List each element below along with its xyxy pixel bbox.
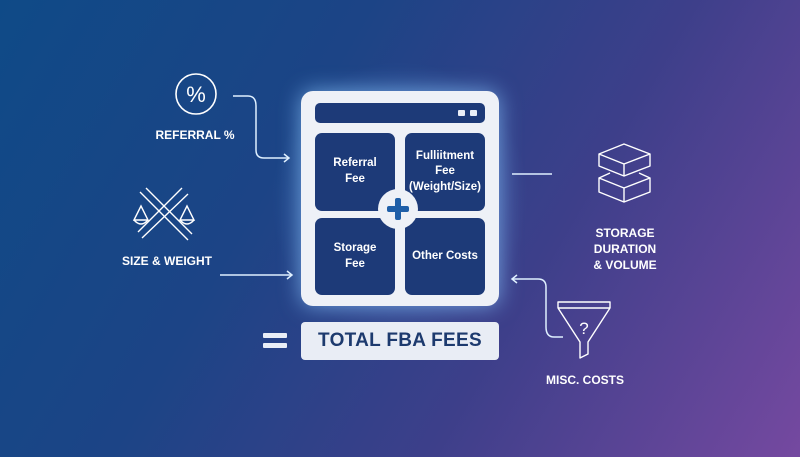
connector-line (512, 173, 552, 175)
arrow-to-window (510, 274, 563, 338)
percent-icon: % (175, 73, 217, 115)
cell-label: Other Costs (412, 249, 478, 262)
cell-label: Fulliitment Fee (415, 149, 475, 178)
cell-fulfillment-fee: Fulliitment Fee (Weight/Size) (405, 133, 485, 211)
cell-label: Fee (345, 173, 365, 185)
referral-percent-label: REFERRAL % (155, 128, 235, 142)
label-line: & VOLUME (593, 258, 657, 273)
window-control-icon (470, 110, 477, 116)
cell-label: Fee (345, 257, 365, 270)
cell-other-costs: Other Costs (405, 218, 485, 295)
window-titlebar (315, 103, 485, 123)
scale-ruler-icon (132, 187, 196, 241)
svg-text:%: % (186, 82, 206, 107)
equals-icon (263, 333, 287, 353)
stacked-boxes-icon (598, 143, 651, 203)
window-control-icon (458, 110, 465, 116)
arrow-to-window (220, 270, 294, 280)
cell-label: Storage (333, 241, 377, 254)
funnel-question-icon: ? (557, 301, 611, 359)
arrow-to-window (233, 95, 291, 163)
size-weight-label: SIZE & WEIGHT (122, 254, 212, 268)
plus-icon (378, 189, 418, 229)
cell-label: Referral (333, 157, 377, 170)
misc-costs-label: MISC. COSTS (545, 373, 624, 387)
storage-duration-label: STORAGE DURATION & VOLUME (565, 225, 685, 274)
label-line: STORAGE DURATION (593, 226, 657, 257)
svg-text:?: ? (579, 319, 588, 338)
total-fba-fees-box: TOTAL FBA FEES (301, 322, 499, 360)
cell-label: (Weight/Size) (409, 180, 481, 193)
